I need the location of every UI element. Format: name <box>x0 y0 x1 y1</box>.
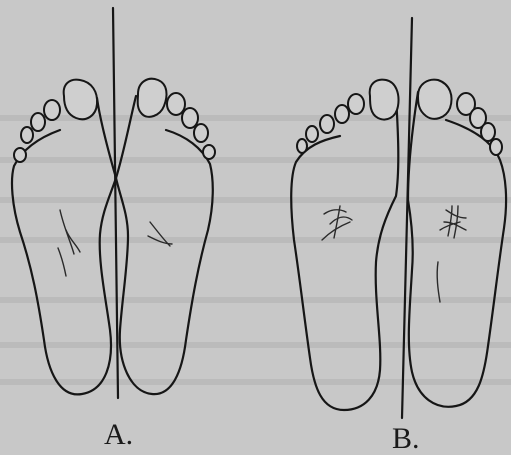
paper-texture <box>0 118 511 382</box>
panel-b <box>291 18 506 418</box>
panel-b-label: B. <box>392 424 420 454</box>
panel-b-right-sole-mark <box>446 210 466 218</box>
panel-b-left-sole-mark <box>324 210 346 214</box>
panel-a-label: A. <box>104 420 133 450</box>
